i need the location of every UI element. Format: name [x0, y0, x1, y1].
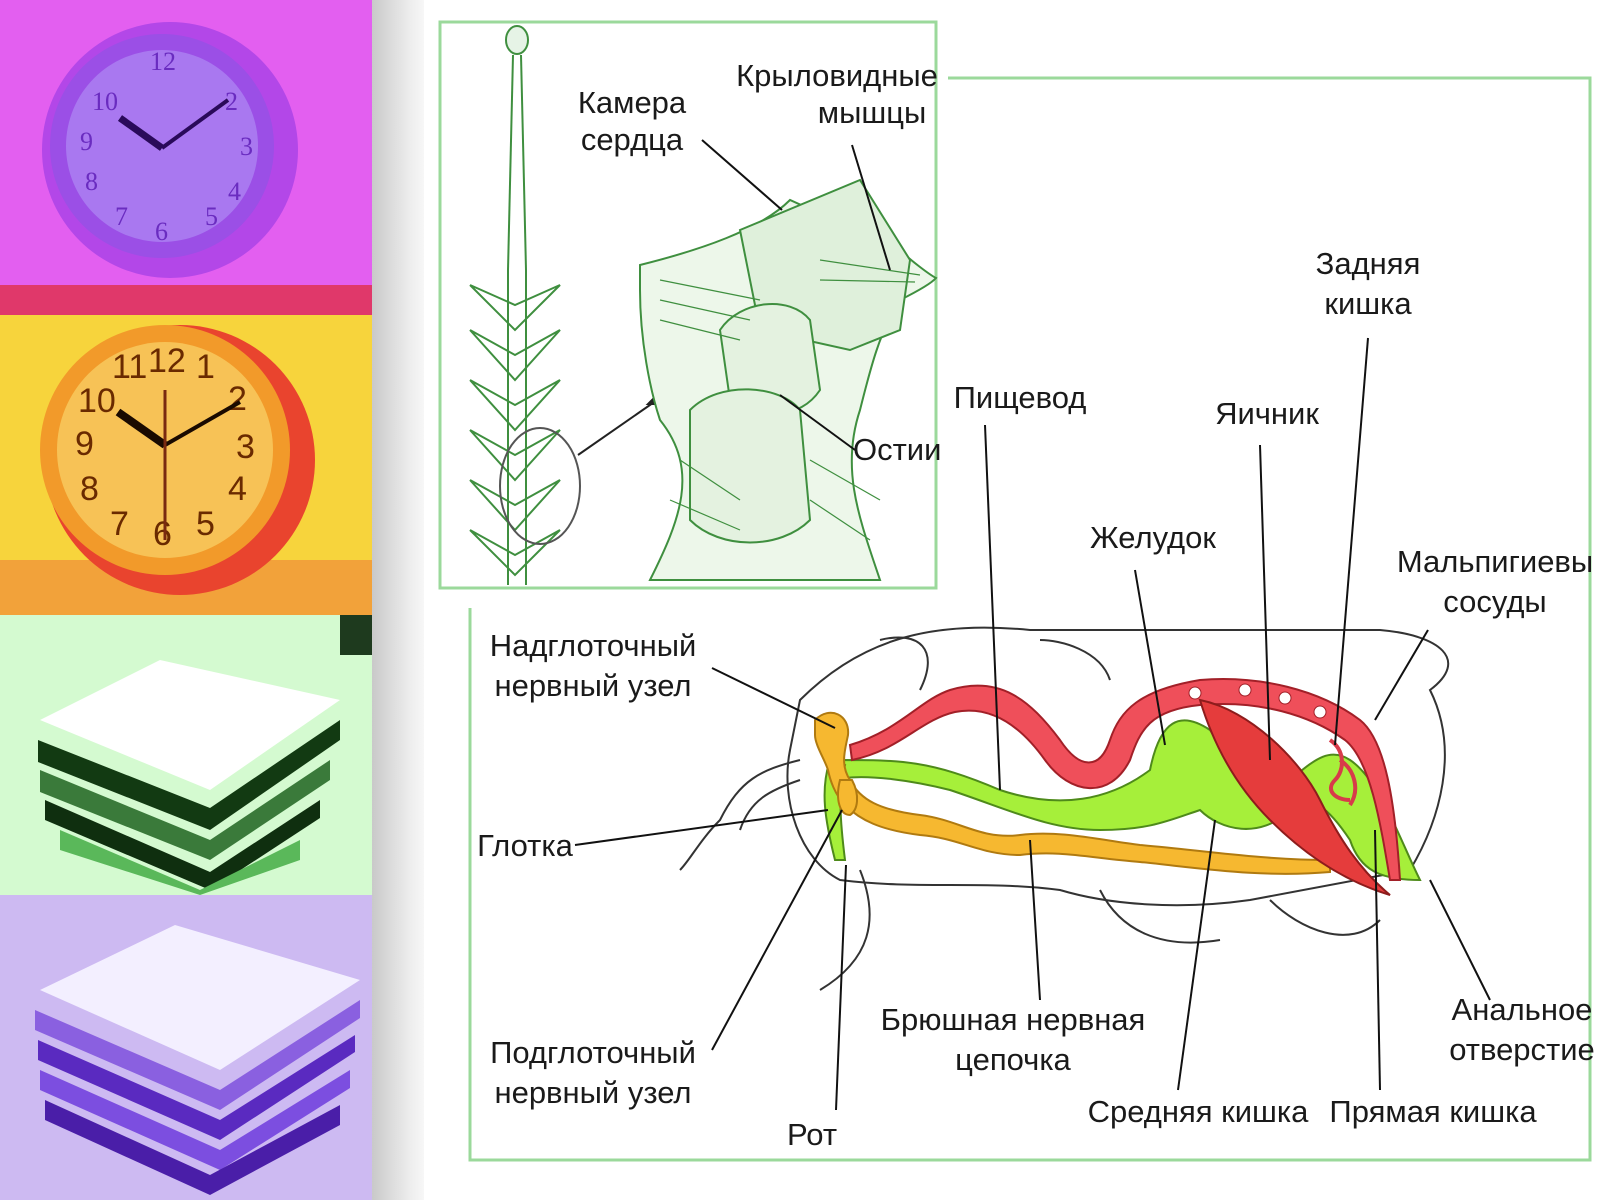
- label-mouth: Рот: [787, 1117, 837, 1152]
- nervous-system: [814, 711, 1331, 875]
- svg-text:12: 12: [150, 47, 176, 76]
- circulatory-and-hindgut: [848, 678, 1402, 896]
- svg-text:2: 2: [228, 380, 247, 418]
- svg-text:1: 1: [196, 348, 215, 386]
- label-ovary: Яичник: [1215, 396, 1319, 431]
- label-stomach: Желудок: [1090, 520, 1216, 555]
- svg-text:3: 3: [236, 428, 255, 466]
- heart-segments: [469, 270, 561, 585]
- svg-text:3: 3: [240, 132, 253, 161]
- label-esophagus: Пищевод: [954, 380, 1087, 415]
- svg-text:5: 5: [205, 202, 218, 231]
- svg-text:6: 6: [153, 515, 172, 553]
- svg-text:7: 7: [110, 505, 129, 543]
- label-midgut: Средняя кишка: [1088, 1094, 1310, 1129]
- svg-text:10: 10: [78, 382, 116, 420]
- label-pharynx: Глотка: [477, 828, 573, 863]
- svg-text:4: 4: [228, 470, 247, 508]
- svg-text:6: 6: [155, 217, 168, 246]
- label-ostia: Остии: [853, 432, 941, 467]
- svg-text:8: 8: [85, 167, 98, 196]
- svg-text:11: 11: [112, 348, 147, 386]
- svg-text:9: 9: [75, 425, 94, 463]
- clock-face-icon: 12 23 45 6 78 9 10: [80, 47, 253, 246]
- svg-text:7: 7: [115, 202, 128, 231]
- frame-lines: [438, 20, 1592, 1162]
- svg-text:4: 4: [228, 177, 241, 206]
- svg-text:10: 10: [92, 87, 118, 116]
- svg-text:9: 9: [80, 127, 93, 156]
- svg-text:12: 12: [148, 342, 186, 380]
- sidebar-shadow: [372, 0, 424, 1200]
- dorsal-vessel-drawing: [469, 25, 938, 585]
- label-rectum: Прямая кишка: [1329, 1094, 1537, 1129]
- green-books-photo: [0, 615, 372, 895]
- svg-text:2: 2: [225, 87, 238, 116]
- svg-text:5: 5: [196, 505, 215, 543]
- magenta-clock-photo: 12 23 45 6 78 9 10: [0, 0, 372, 315]
- purple-books-photo: [0, 895, 372, 1200]
- enlarged-heart-section: [639, 178, 938, 581]
- leader-lines: [574, 139, 1491, 1111]
- svg-text:8: 8: [80, 470, 99, 508]
